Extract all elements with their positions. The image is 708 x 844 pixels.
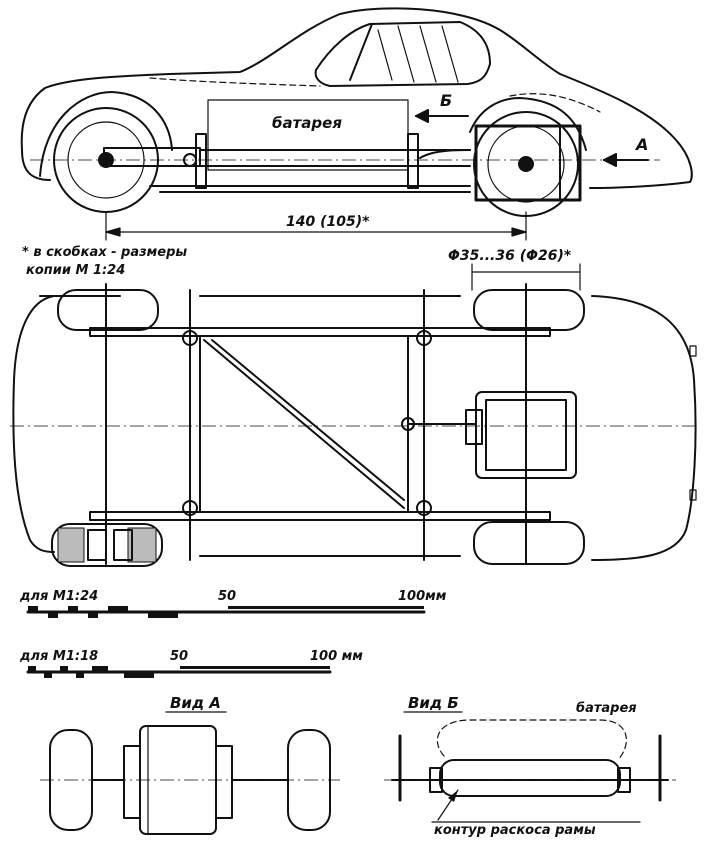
scale1-label: для М1:24 bbox=[19, 589, 98, 604]
motor-side bbox=[474, 124, 582, 202]
footnote-line2: копии М 1:24 bbox=[26, 263, 125, 278]
arrow-a-label: A bbox=[634, 135, 648, 154]
view-a: Вид А bbox=[40, 694, 340, 835]
scale-bar-m118: для М1:18 50 100 мм bbox=[19, 649, 363, 678]
scale2-label: для М1:18 bbox=[19, 649, 98, 664]
scale1-end: 100мм bbox=[398, 589, 447, 604]
motor-top bbox=[465, 391, 577, 479]
wheel-rear-left bbox=[57, 289, 159, 331]
window-pillar bbox=[349, 23, 373, 81]
side-view: батарея Б A bbox=[20, 7, 693, 241]
wheel-diameter-dimension bbox=[471, 263, 581, 291]
battery-box-side bbox=[207, 99, 409, 171]
top-body-front bbox=[591, 295, 697, 561]
car-rear-skirt bbox=[21, 149, 51, 181]
wheelbase-dimension bbox=[105, 211, 527, 241]
battery-outline-view-b bbox=[436, 719, 627, 761]
wheel-rear-right-section bbox=[51, 523, 163, 567]
window-hatch bbox=[377, 25, 459, 83]
chassis-side bbox=[103, 133, 471, 193]
chassis-frame bbox=[89, 289, 551, 561]
top-view bbox=[10, 283, 700, 567]
footnote-line1: * в скобках - размеры bbox=[22, 245, 187, 260]
front-arch bbox=[469, 97, 587, 151]
side-window bbox=[314, 21, 491, 87]
arrow-b bbox=[415, 109, 469, 123]
battery-label-view-b: батарея bbox=[576, 701, 637, 716]
battery-label-side: батарея bbox=[272, 114, 342, 132]
view-b-battery-body bbox=[439, 759, 621, 797]
scale1-mid: 50 bbox=[218, 589, 236, 604]
view-a-title: Вид А bbox=[170, 694, 221, 712]
wheel-front-left bbox=[473, 289, 585, 331]
wheel-diameter-label: Φ35...36 (Φ26)* bbox=[448, 248, 572, 264]
front-wheel bbox=[473, 111, 582, 217]
view-b-title: Вид Б bbox=[408, 694, 459, 712]
view-b: Вид Б батарея контур раскоса рамы bbox=[384, 694, 676, 838]
rear-arch bbox=[39, 91, 173, 177]
scale2-end: 100 мм bbox=[310, 649, 363, 664]
scale-bar-m124: для М1:24 50 100мм bbox=[19, 589, 447, 618]
frame-contour-label: контур раскоса рамы bbox=[434, 823, 596, 838]
wheelbase-label: 140 (105)* bbox=[286, 214, 370, 230]
fender-line bbox=[149, 77, 601, 113]
wheel-front-right bbox=[473, 521, 585, 565]
car-body-outline bbox=[20, 7, 693, 189]
arrow-b-label: Б bbox=[440, 91, 452, 110]
top-body-left bbox=[12, 295, 55, 553]
scale2-mid: 50 bbox=[170, 649, 188, 664]
